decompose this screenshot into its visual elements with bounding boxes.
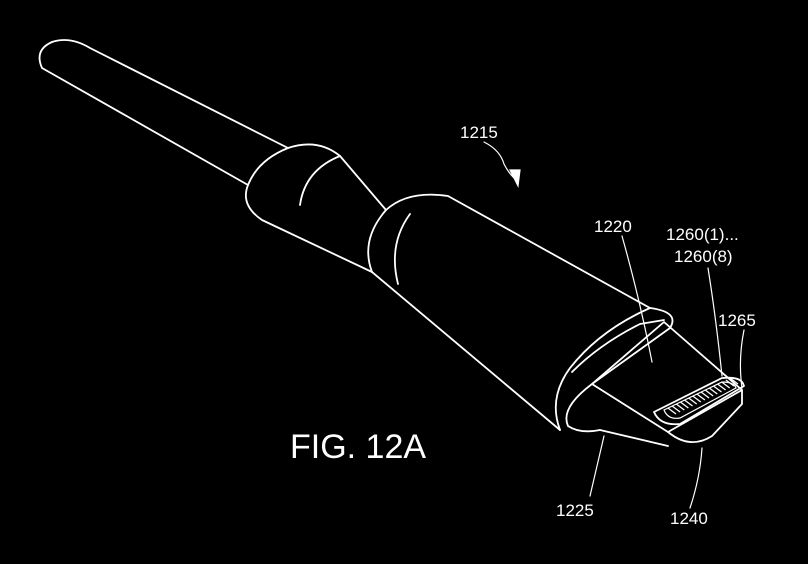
contact-stroke [704, 389, 714, 397]
leader-1260 [707, 267, 723, 377]
strain-relief [244, 143, 387, 273]
contacts [667, 377, 739, 415]
cable-outline [38, 39, 289, 186]
housing-opening [554, 307, 674, 433]
label-1240: 1240 [670, 509, 708, 528]
contact-stroke [713, 385, 722, 393]
leader-1220 [621, 235, 653, 363]
label-1265: 1265 [718, 311, 756, 330]
insertion-tab [591, 321, 743, 447]
contact-stroke [671, 405, 681, 413]
contact-stroke [729, 377, 739, 385]
contact-frame [653, 376, 745, 426]
leader-lines [483, 141, 745, 509]
contact-stroke [696, 393, 706, 401]
contact-stroke [725, 379, 735, 387]
label-1220: 1220 [594, 217, 632, 236]
figure-caption: FIG. 12A [290, 428, 426, 466]
contact-stroke [675, 403, 685, 411]
boot-body [367, 193, 651, 431]
label-1260-line1: 1260(1)... [666, 225, 739, 244]
contact-stroke [717, 383, 726, 391]
leader-1215 [483, 141, 515, 179]
contact-stroke [721, 381, 731, 389]
leader-1225 [589, 435, 605, 497]
label-1225: 1225 [556, 501, 594, 520]
label-1260-line2: 1260(8) [674, 247, 733, 266]
contact-stroke [667, 407, 677, 415]
contact-stroke [680, 401, 689, 409]
contact-stroke [684, 399, 693, 407]
contact-stroke [688, 397, 698, 405]
leader-1240 [689, 447, 703, 509]
contact-stroke [700, 391, 710, 399]
arrowhead-1215 [509, 169, 521, 189]
contact-stroke [708, 387, 718, 395]
leader-1265 [739, 329, 745, 389]
label-1215: 1215 [460, 123, 498, 142]
contact-stroke [692, 395, 702, 403]
